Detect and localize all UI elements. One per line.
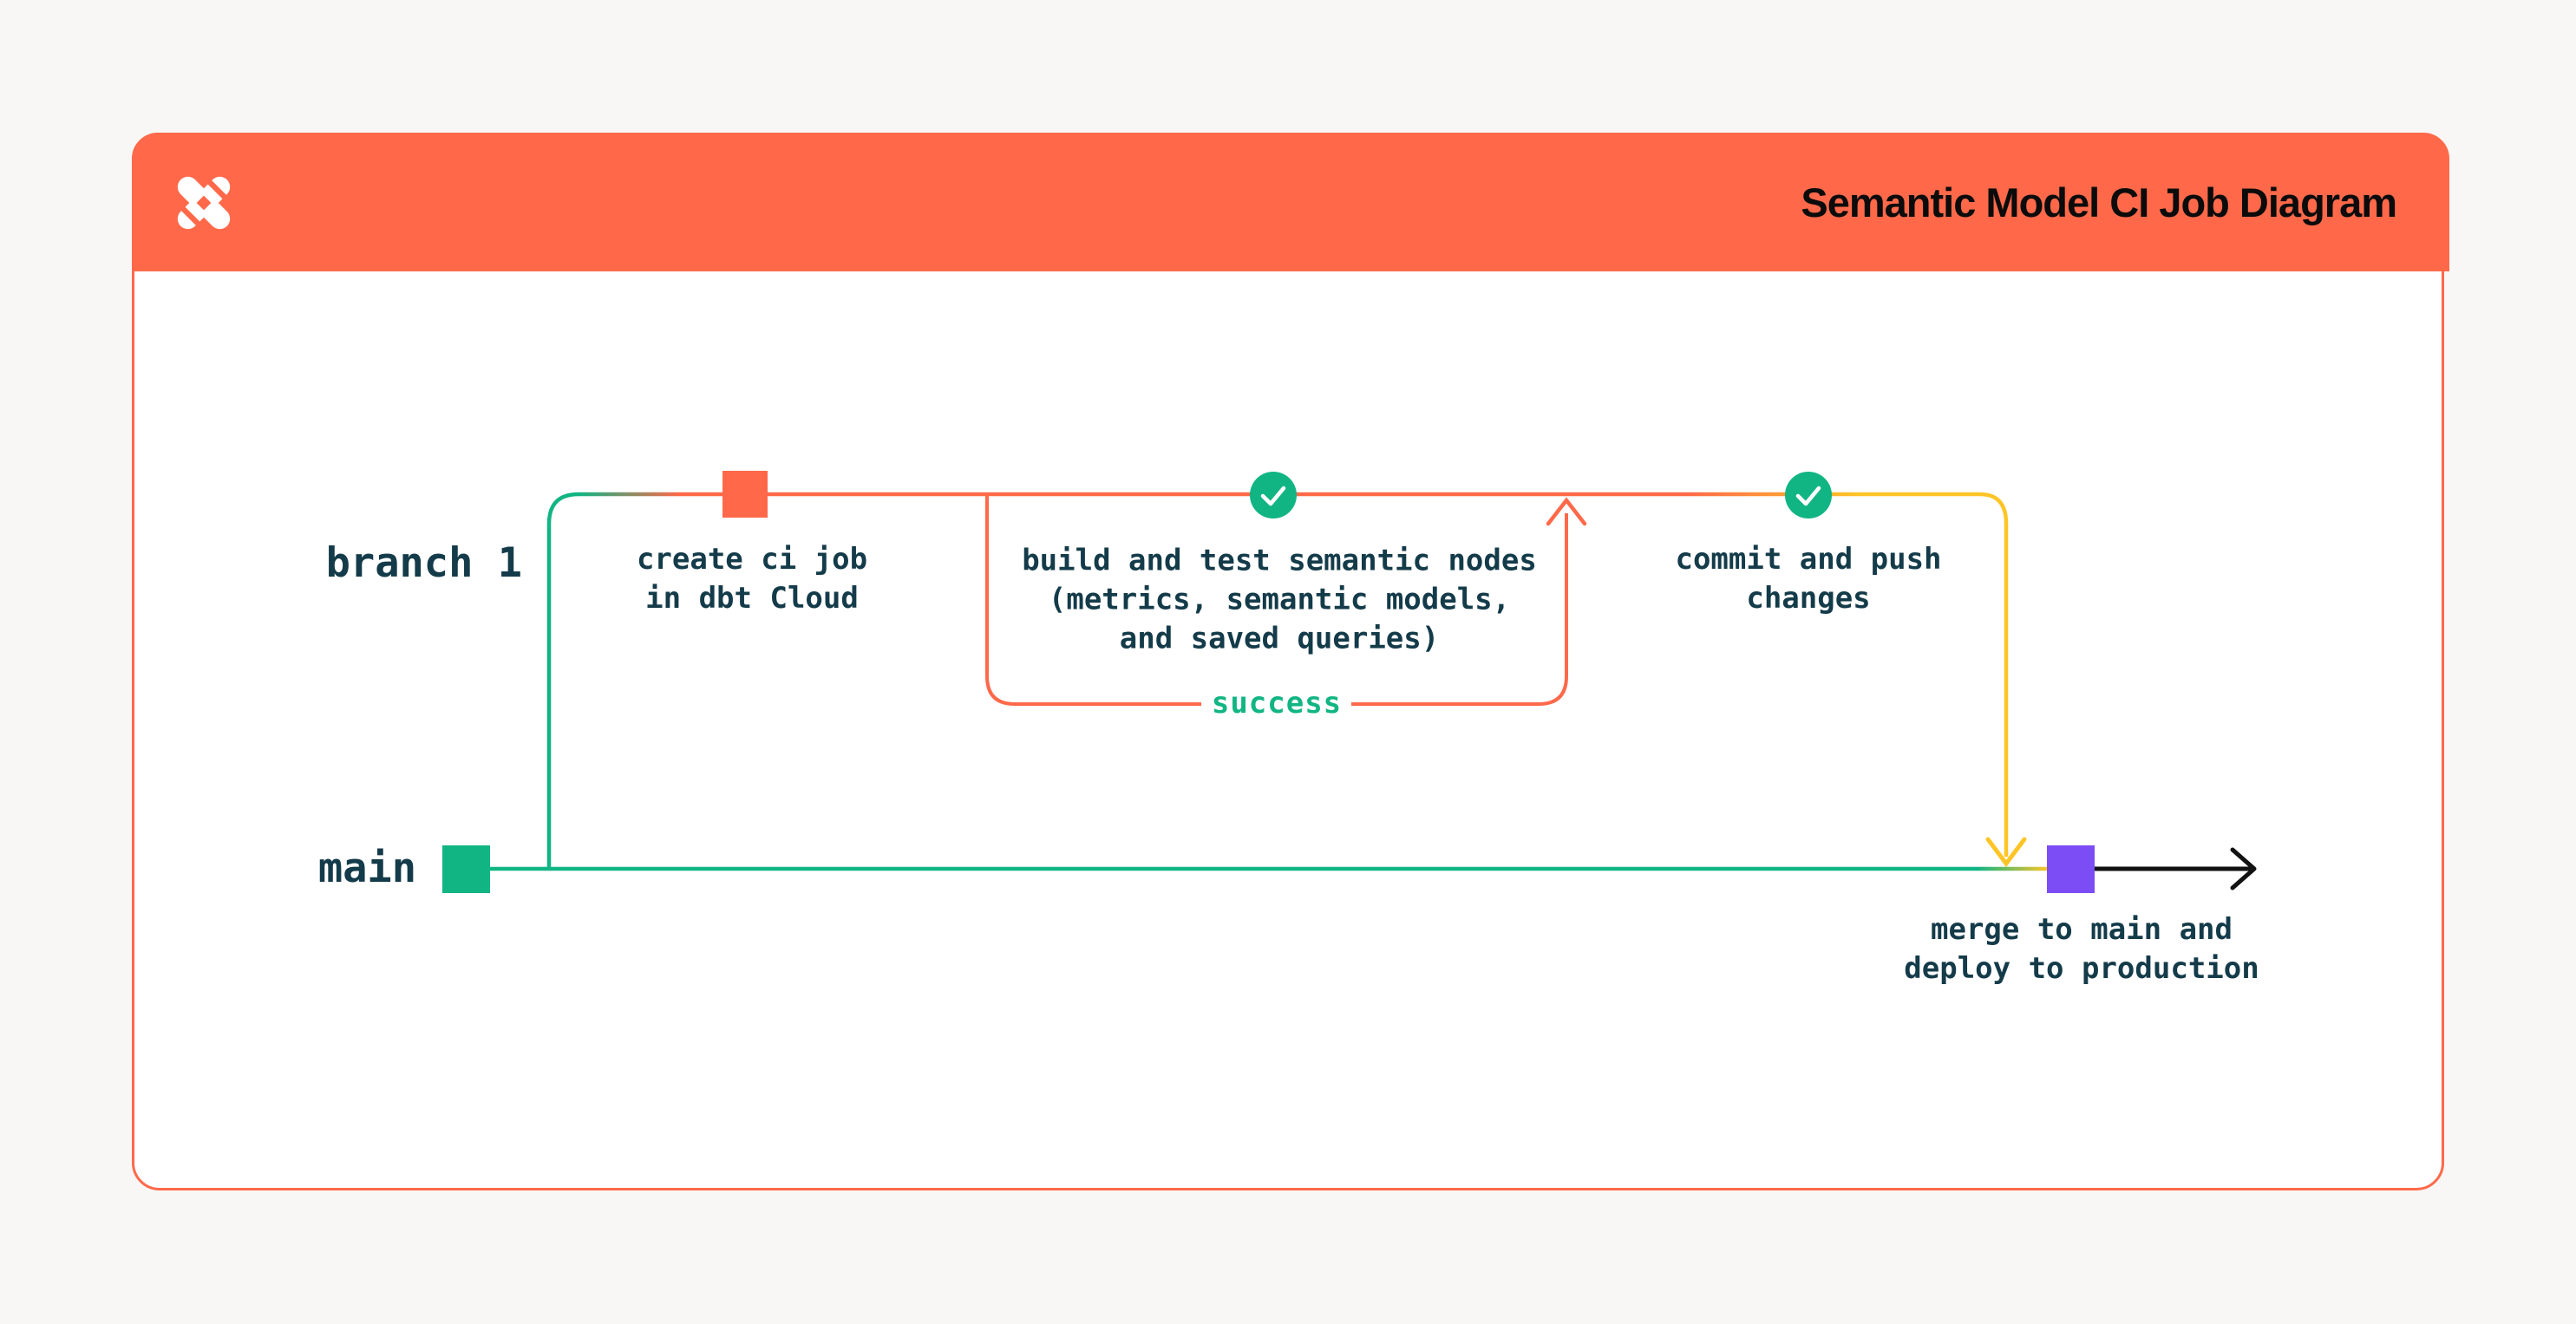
merge-to-main-label: merge to main and deploy to production (1904, 912, 2259, 986)
main-commit-marker (442, 845, 490, 893)
success-loop-arrowhead-up-icon (1546, 497, 1587, 526)
page-title: Semantic Model CI Job Diagram (1801, 179, 2397, 225)
main-continuation-arrowhead-icon (2230, 847, 2257, 890)
main-branch-label: main (317, 844, 416, 892)
create-ci-job-commit-marker (722, 471, 768, 518)
merge-arrowhead-down-icon (1985, 837, 2027, 868)
commit-and-push-label: commit and push changes (1675, 542, 1942, 616)
build-and-test-label: build and test semantic nodes (metrics, … (1022, 543, 1537, 656)
success-label: success (1211, 686, 1343, 721)
check-mark-icon (1795, 486, 1821, 506)
card-header: Semantic Model CI Job Diagram (132, 133, 2449, 271)
success-loop-left (985, 496, 1201, 706)
check-mark-icon (1260, 486, 1286, 506)
branch-1-label: branch 1 (325, 538, 522, 587)
success-loop-right (1351, 513, 1568, 706)
merge-commit-marker (2047, 845, 2095, 893)
diagram-card: Semantic Model CI Job Diagram (132, 133, 2449, 1190)
dbt-logo-icon (173, 172, 235, 234)
commit-push-check-icon (1785, 472, 1832, 519)
create-ci-job-label: create ci job in dbt Cloud (636, 542, 868, 616)
build-test-check-icon (1250, 472, 1297, 519)
